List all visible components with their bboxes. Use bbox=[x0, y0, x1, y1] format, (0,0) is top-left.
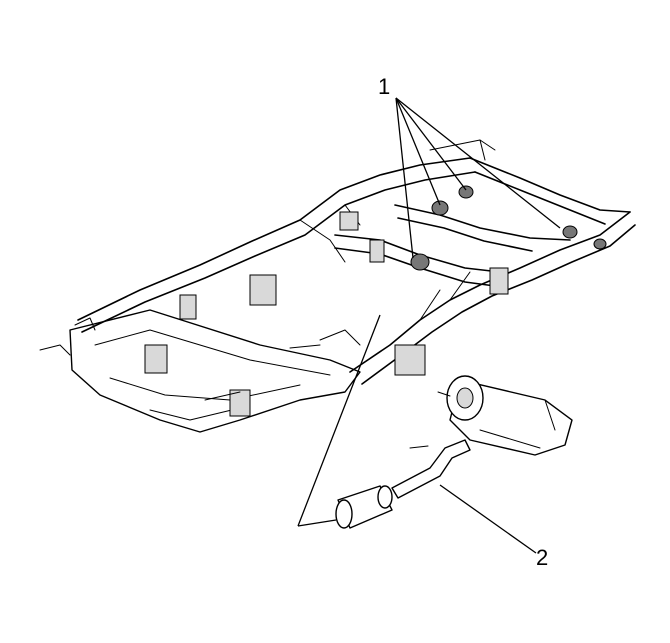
body-mount-bracket bbox=[249, 274, 277, 306]
callout-leaders bbox=[297, 97, 561, 554]
muffler-pipe bbox=[391, 439, 471, 499]
callout-1-label: 1 bbox=[378, 74, 390, 99]
front-crossmember bbox=[69, 309, 361, 433]
vehicle-frame bbox=[39, 139, 636, 433]
muffler-assembly bbox=[335, 375, 573, 529]
right-rail bbox=[349, 211, 631, 373]
exhaust-hanger-insulator bbox=[431, 200, 449, 216]
callout-2-label: 2 bbox=[536, 545, 548, 570]
